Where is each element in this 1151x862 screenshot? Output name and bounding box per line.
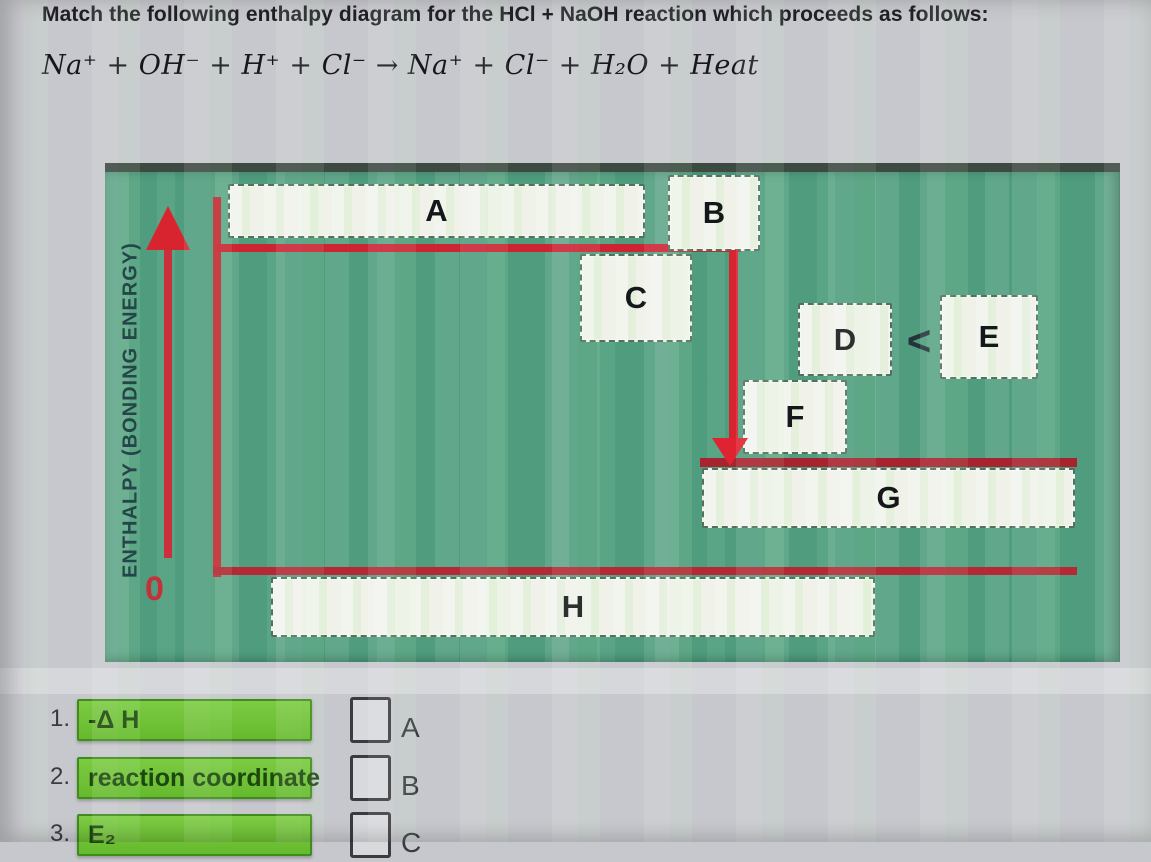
answer-checkbox-c[interactable] (350, 812, 391, 858)
matching-row-2: 2. reaction coordinate B (0, 755, 520, 805)
enthalpy-diagram: ENTHALPY (BONDING ENERGY) 0 A B C D < E … (105, 163, 1120, 662)
less-than-symbol: < (906, 317, 932, 364)
matching-row-3: 3. E₂ C (0, 812, 520, 862)
placeholder-label-e: E (978, 319, 1000, 354)
placeholder-box-f: F (743, 380, 847, 454)
term-box-3: E₂ (77, 814, 312, 856)
matching-section: 1. -Δ H A 2. reaction coordinate B 3. E₂… (0, 662, 1151, 858)
reactant-energy-line (217, 244, 741, 252)
y-axis-label: ENTHALPY (BONDING ENERGY) (119, 242, 142, 578)
term-box-1: -Δ H (77, 699, 312, 741)
placeholder-box-h: H (271, 577, 875, 637)
placeholder-box-a: A (228, 184, 645, 238)
term-label-3: E₂ (88, 821, 116, 849)
placeholder-box-b: B (668, 175, 760, 251)
placeholder-box-e: E (940, 295, 1038, 379)
baseline-axis (213, 567, 1077, 575)
term-box-2: reaction coordinate (77, 757, 320, 799)
answer-checkbox-a[interactable] (350, 697, 391, 743)
question-prompt: Match the following enthalpy diagram for… (42, 3, 989, 26)
answer-checkbox-b[interactable] (350, 755, 391, 801)
placeholder-box-g: G (702, 468, 1075, 528)
y-axis-arrowhead-icon (146, 206, 190, 250)
item-number-1: 1. (49, 705, 70, 732)
y-axis-arrow (164, 248, 172, 558)
choice-label-b: B (401, 770, 420, 801)
chemical-equation: Na⁺ + OH⁻ + H⁺ + Cl⁻ → Na⁺ + Cl⁻ + H₂O +… (42, 50, 759, 81)
item-number-3: 3. (49, 820, 70, 847)
term-label-2: reaction coordinate (88, 764, 320, 792)
axis-vertical-line (213, 197, 221, 577)
placeholder-box-c: C (580, 254, 692, 342)
item-number-2: 2. (49, 763, 70, 790)
placeholder-label-f: F (785, 399, 805, 434)
placeholder-label-h: H (561, 589, 585, 624)
origin-zero-label: 0 (145, 570, 164, 608)
placeholder-label-b: B (702, 195, 726, 230)
placeholder-label-a: A (425, 193, 448, 228)
choice-label-c: C (401, 827, 422, 858)
product-energy-line (700, 458, 1077, 467)
placeholder-label-d: D (833, 321, 857, 357)
choice-label-a: A (401, 712, 420, 743)
placeholder-box-d: D (798, 303, 892, 376)
reaction-arrowhead-icon (712, 438, 748, 466)
term-label-1: -Δ H (88, 706, 140, 734)
placeholder-label-g: G (876, 480, 901, 515)
placeholder-label-c: C (624, 280, 648, 315)
reaction-progress-arrow (729, 250, 738, 442)
matching-row-1: 1. -Δ H A (0, 697, 520, 747)
